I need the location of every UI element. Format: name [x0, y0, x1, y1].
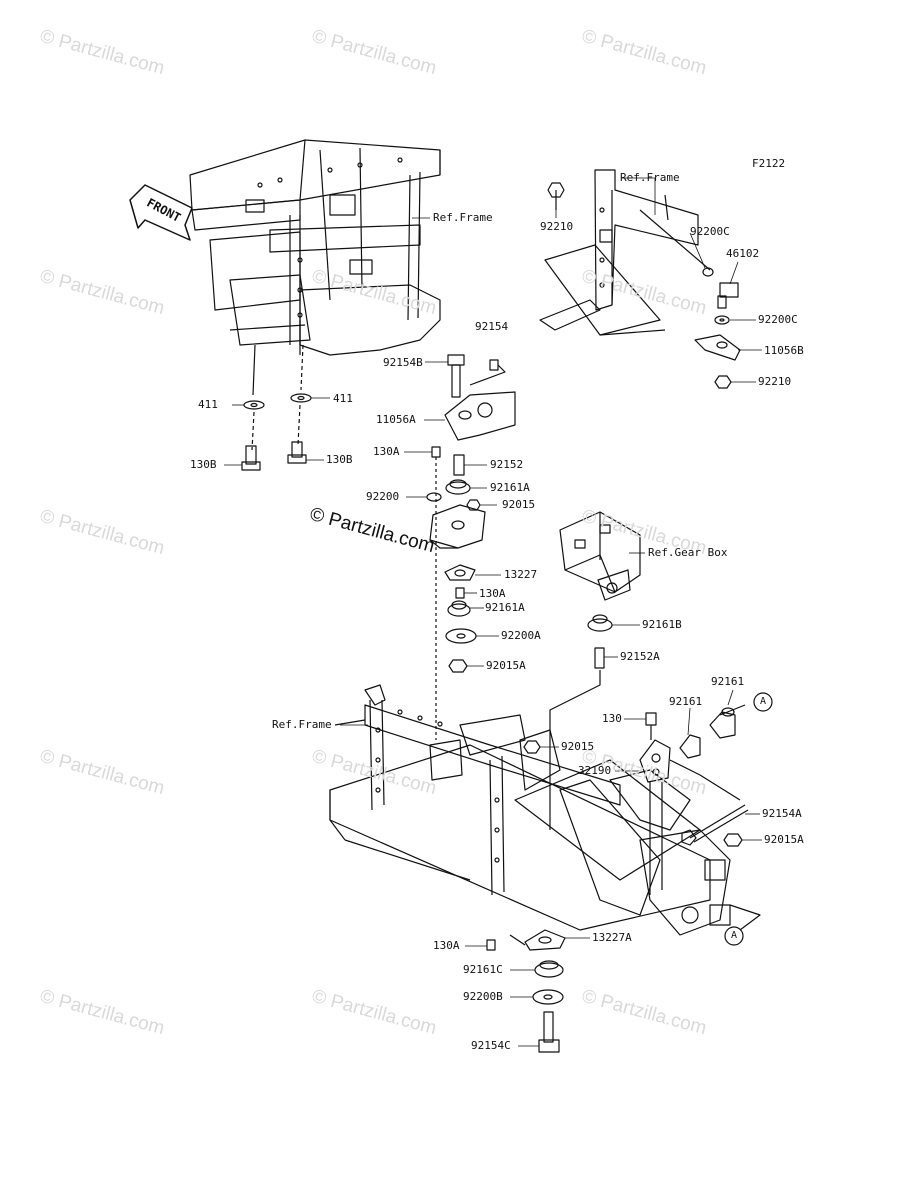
- nut-92015-bottom: [523, 740, 541, 754]
- washer-92200a: [445, 628, 477, 644]
- part-label: 411: [198, 398, 218, 411]
- washer-92200c-a: [702, 267, 714, 277]
- frame-top-left: [189, 139, 441, 396]
- callout-letter: A: [760, 696, 767, 707]
- ref-frame-label: Ref.Frame: [433, 211, 493, 224]
- part-label: 92152: [490, 458, 524, 471]
- part-label: 92015: [502, 498, 536, 511]
- part-label: 130A: [373, 445, 400, 458]
- part-label: 92161B: [642, 618, 682, 631]
- part-label: 11056B: [764, 344, 804, 357]
- bolt-92154b: [447, 354, 465, 398]
- part-label: 92210: [540, 220, 574, 233]
- bolt-92154a: [681, 804, 749, 846]
- part-label: 92210: [758, 375, 792, 388]
- rubber-92161c: [534, 960, 564, 978]
- ref-frame-label: Ref.Frame: [272, 718, 332, 731]
- bolt-130a-bottom: [486, 939, 496, 951]
- part-label: 46102: [726, 247, 760, 260]
- washer-411-right: [290, 393, 312, 403]
- collar-92152: [453, 454, 465, 476]
- part-label: 411: [333, 392, 353, 405]
- part-label: 92200C: [690, 225, 730, 238]
- bracket-mid: [429, 504, 486, 549]
- bracket-11056b: [694, 334, 741, 361]
- bolt-92154c: [538, 1011, 560, 1053]
- rubber-92161a-top: [445, 479, 471, 495]
- nut-92210-top: [547, 182, 565, 198]
- leader-lines: [224, 177, 762, 1047]
- part-label: 92154B: [383, 356, 423, 369]
- gear-box: [559, 511, 641, 601]
- nut-92015a-bottom: [723, 833, 743, 847]
- plate-13227a: [524, 929, 566, 951]
- part-label: 130B: [326, 453, 353, 466]
- part-label: 92015: [561, 740, 595, 753]
- part-label: 92015A: [764, 833, 804, 846]
- figure-code: F2122: [752, 157, 786, 170]
- mount-92161-1: [709, 707, 736, 739]
- part-label: 92161C: [463, 963, 503, 976]
- washer-92200b: [532, 989, 564, 1005]
- part-label: 32190: [578, 764, 612, 777]
- part-label: 92200: [366, 490, 400, 503]
- part-label: 13227: [504, 568, 538, 581]
- part-label: 130: [602, 712, 622, 725]
- nut-92015a-top: [448, 659, 468, 673]
- ref-frame-label: Ref.Frame: [620, 171, 680, 184]
- bracket-32190: [639, 739, 671, 783]
- part-label: 92015A: [486, 659, 526, 672]
- washer-92200: [426, 492, 442, 502]
- bolt-130: [645, 712, 657, 726]
- part-label: 11056A: [376, 413, 416, 426]
- bracket-11056a: [444, 391, 516, 441]
- bolt-130b-left: [241, 445, 261, 471]
- part-label: 92200C: [758, 313, 798, 326]
- washer-92200c-b: [714, 315, 730, 325]
- part-label: 92154: [475, 320, 509, 333]
- part-label: 92161A: [490, 481, 530, 494]
- bolt-130a-top: [431, 446, 441, 458]
- plate-13227: [444, 564, 476, 581]
- callout-a-bottom: [724, 926, 744, 946]
- rubber-92161b: [587, 614, 613, 632]
- callout-letter: A: [731, 930, 738, 941]
- bolt-92154: [489, 359, 499, 371]
- part-label: 130B: [190, 458, 217, 471]
- part-label: 13227A: [592, 931, 632, 944]
- part-label: 92161A: [485, 601, 525, 614]
- washer-411-left: [243, 400, 265, 410]
- part-label: 130A: [433, 939, 460, 952]
- ref-gear-box-label: Ref.Gear Box: [648, 546, 728, 559]
- part-label: 92200A: [501, 629, 541, 642]
- mount-92161-2: [679, 734, 701, 759]
- nut-92210-bottom: [714, 375, 732, 389]
- callout-a-top: [753, 692, 773, 712]
- part-label: 92200B: [463, 990, 503, 1003]
- part-label: 92161: [669, 695, 703, 708]
- part-label: 130A: [479, 587, 506, 600]
- part-label: 92152A: [620, 650, 660, 663]
- bolt-130a-mid: [455, 587, 465, 599]
- collar-92152a: [594, 647, 605, 669]
- stud-46102: [717, 282, 739, 309]
- rubber-92161a-bottom: [447, 600, 471, 617]
- front-arrow: [129, 184, 193, 241]
- bolt-130b-right: [287, 441, 307, 464]
- frame-top-right: [539, 169, 711, 336]
- part-label: 92154C: [471, 1039, 511, 1052]
- frame-bottom: [329, 684, 731, 936]
- part-label: 92154A: [762, 807, 802, 820]
- part-label: 92161: [711, 675, 745, 688]
